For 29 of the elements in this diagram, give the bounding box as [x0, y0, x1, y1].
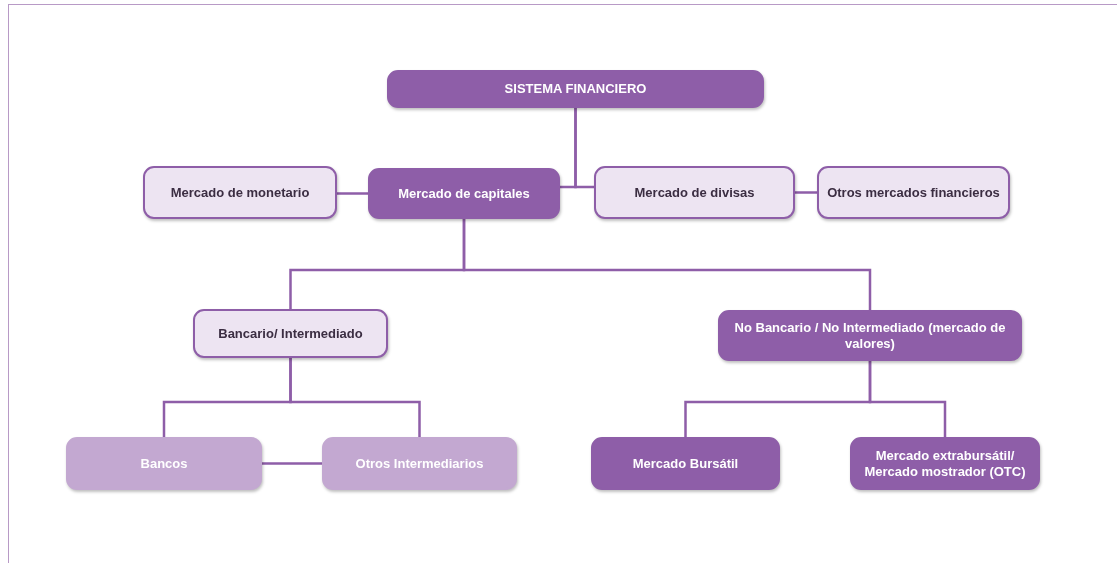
box-label: Mercado Bursátil: [632, 455, 739, 472]
category-box: [193, 309, 388, 358]
connector-line: [795, 191, 817, 194]
category-box: [322, 437, 517, 490]
category-box: [368, 168, 560, 219]
category-box: [718, 310, 1022, 361]
connector-line: [337, 192, 368, 195]
box-label: SISTEMA FINANCIERO: [504, 81, 647, 97]
category-box: [143, 166, 337, 219]
category-box: [594, 166, 795, 219]
connector-line: [868, 361, 947, 437]
box-label: Mercado de monetario: [170, 184, 310, 201]
box-label: No Bancario / No Intermediado (mercado de valores): [733, 319, 1007, 352]
box-label: Mercado extrabursátil/ Mercado mostrador (OTC): [863, 447, 1027, 480]
category-box: [850, 437, 1040, 490]
box-label: Mercado de capitales: [398, 185, 530, 202]
connector-line: [289, 358, 421, 437]
box-label: Bancario/ Intermediado: [218, 325, 363, 342]
connector-line: [262, 462, 322, 465]
box-label: Otros mercados financieros: [827, 184, 1000, 201]
box-label: Otros Intermediarios: [355, 455, 484, 472]
category-box: [66, 437, 262, 490]
category-box: [591, 437, 780, 490]
category-box: [387, 70, 764, 108]
box-label: Bancos: [140, 455, 188, 472]
box-label: Mercado de divisas: [634, 184, 755, 201]
connector-line: [574, 108, 594, 189]
connector-line: [462, 219, 872, 310]
category-box: [817, 166, 1010, 219]
